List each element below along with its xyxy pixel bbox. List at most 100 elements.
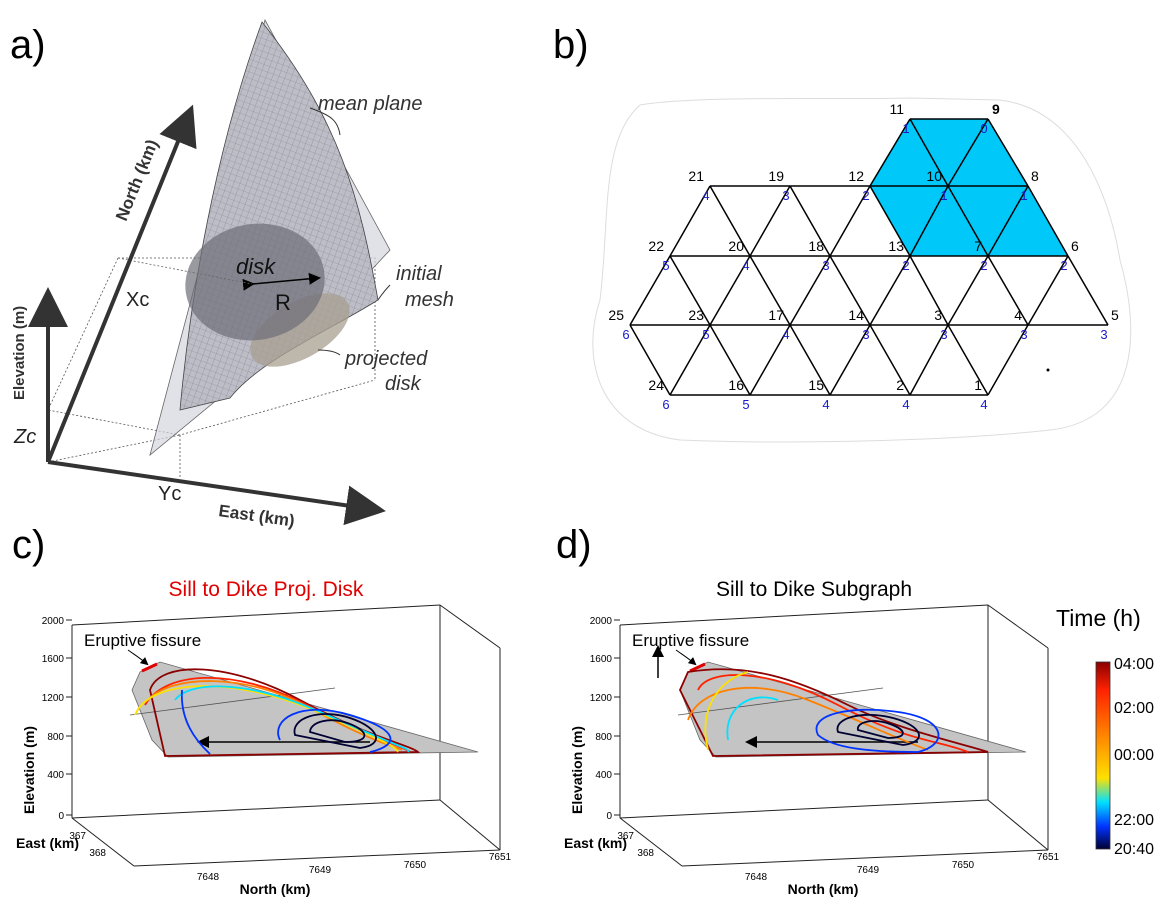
graph-edge	[709, 324, 751, 396]
node-id-label: 7	[974, 238, 982, 254]
panel-a: a) mean plane disk R initial m	[10, 18, 454, 531]
node-depth-label: 3	[1020, 327, 1027, 342]
graph-node-11: 111	[889, 101, 909, 136]
graph-node-1: 14	[974, 377, 987, 412]
graph-edge	[947, 324, 989, 396]
elev-tick-label: 0	[606, 811, 612, 822]
contour-line	[836, 714, 920, 746]
north-tick-label: 7648	[745, 872, 768, 883]
label-Xc: Xc	[126, 289, 149, 311]
graph-node-12: 122	[848, 168, 869, 203]
graph-edge	[749, 185, 791, 257]
node-depth-label: 0	[980, 121, 987, 136]
graph-node-23: 235	[688, 307, 709, 342]
graph-node-6: 62	[1060, 238, 1079, 273]
contour-line	[181, 689, 211, 755]
label-east-axis: East (km)	[217, 501, 295, 530]
colorbar-tick-4: 20:40	[1114, 841, 1154, 858]
box-edge	[681, 849, 1049, 867]
box-edge	[439, 604, 501, 649]
graph-edge	[869, 118, 911, 187]
node-depth-label: 2	[1060, 258, 1067, 273]
graph-edge	[987, 255, 1029, 326]
label-initial: initial	[396, 263, 442, 285]
graph-edge	[869, 324, 911, 396]
label-projected: projected	[344, 348, 428, 370]
node-depth-label: 4	[980, 397, 987, 412]
graph-node-4: 43	[1014, 307, 1027, 342]
colorbar-tick-3: 22:00	[1114, 812, 1154, 829]
box-edge	[71, 817, 135, 867]
east-tick-label: 368	[89, 848, 106, 859]
node-depth-label: 4	[702, 188, 709, 203]
plane-midline	[677, 687, 884, 716]
graph-edge	[749, 255, 791, 326]
node-depth-label: 5	[662, 258, 669, 273]
elevation-axis-label: Elevation (m)	[21, 726, 37, 814]
node-id-label: 14	[848, 307, 864, 323]
graph-node-25: 256	[608, 307, 629, 342]
node-depth-label: 4	[902, 397, 909, 412]
colorbar: Time (h) 04:00 02:00 00:00 22:00 20:40	[1056, 605, 1154, 858]
node-depth-label: 2	[862, 188, 869, 203]
graph-edge	[987, 185, 1029, 257]
box-edge	[987, 604, 1049, 649]
elev-tick-label: 800	[47, 732, 64, 743]
north-tick-label: 7649	[309, 865, 332, 876]
north-tick-label: 7650	[404, 860, 427, 871]
node-depth-label: 5	[742, 397, 749, 412]
graph-edge	[909, 118, 949, 187]
graph-edge	[789, 185, 831, 257]
contour-line	[134, 685, 399, 753]
contour-line	[277, 708, 392, 753]
node-depth-label: 5	[702, 327, 709, 342]
graph-node-8: 81	[1020, 168, 1039, 203]
node-depth-label: 6	[662, 397, 669, 412]
node-depth-label: 3	[940, 327, 947, 342]
graph-edge	[869, 255, 911, 326]
graph-edge	[829, 255, 871, 326]
node-id-label: 3	[934, 307, 942, 323]
node-id-label: 16	[728, 377, 744, 393]
graph-edge	[709, 185, 751, 257]
node-depth-label: 2	[902, 258, 909, 273]
graph-edge	[629, 255, 671, 326]
plane-midline	[129, 687, 336, 716]
node-depth-label: 2	[980, 258, 987, 273]
graph-node-3: 33	[934, 307, 947, 342]
panel-c-letter: c)	[12, 523, 45, 567]
elev-tick-label: 800	[595, 732, 612, 743]
graph-edge	[1027, 255, 1069, 326]
node-id-label: 10	[926, 168, 942, 184]
stray-dot	[1046, 368, 1050, 372]
node-id-label: 15	[808, 377, 824, 393]
node-id-label: 13	[888, 238, 904, 254]
panel-b-letter: b)	[553, 23, 589, 67]
box-edge	[133, 849, 501, 867]
graph-node-20: 204	[728, 238, 749, 273]
center-line	[117, 257, 253, 285]
contour-line	[815, 708, 940, 753]
graph-node-13: 132	[888, 238, 909, 273]
eruptive-fissure-label: Eruptive fissure	[84, 631, 201, 650]
colorbar-gradient	[1095, 661, 1111, 850]
label-Yc: Yc	[158, 483, 181, 505]
east-tick-label: 367	[69, 831, 86, 842]
graph-node-7: 72	[974, 238, 987, 273]
node-id-label: 21	[688, 168, 704, 184]
node-depth-label: 4	[782, 327, 789, 342]
node-depth-label: 3	[1100, 327, 1107, 342]
elev-tick-label: 0	[58, 811, 64, 822]
contour-line	[293, 713, 377, 749]
graph-edge	[829, 324, 871, 396]
graph-edge	[669, 324, 711, 396]
contour-line	[687, 687, 929, 751]
box-edge	[71, 799, 441, 819]
node-id-label: 6	[1071, 238, 1079, 254]
projected-disk	[250, 293, 350, 367]
graph-edge	[669, 255, 711, 326]
fissure-leader	[127, 649, 149, 666]
graph-edge	[947, 255, 989, 326]
label-R: R	[275, 290, 291, 315]
